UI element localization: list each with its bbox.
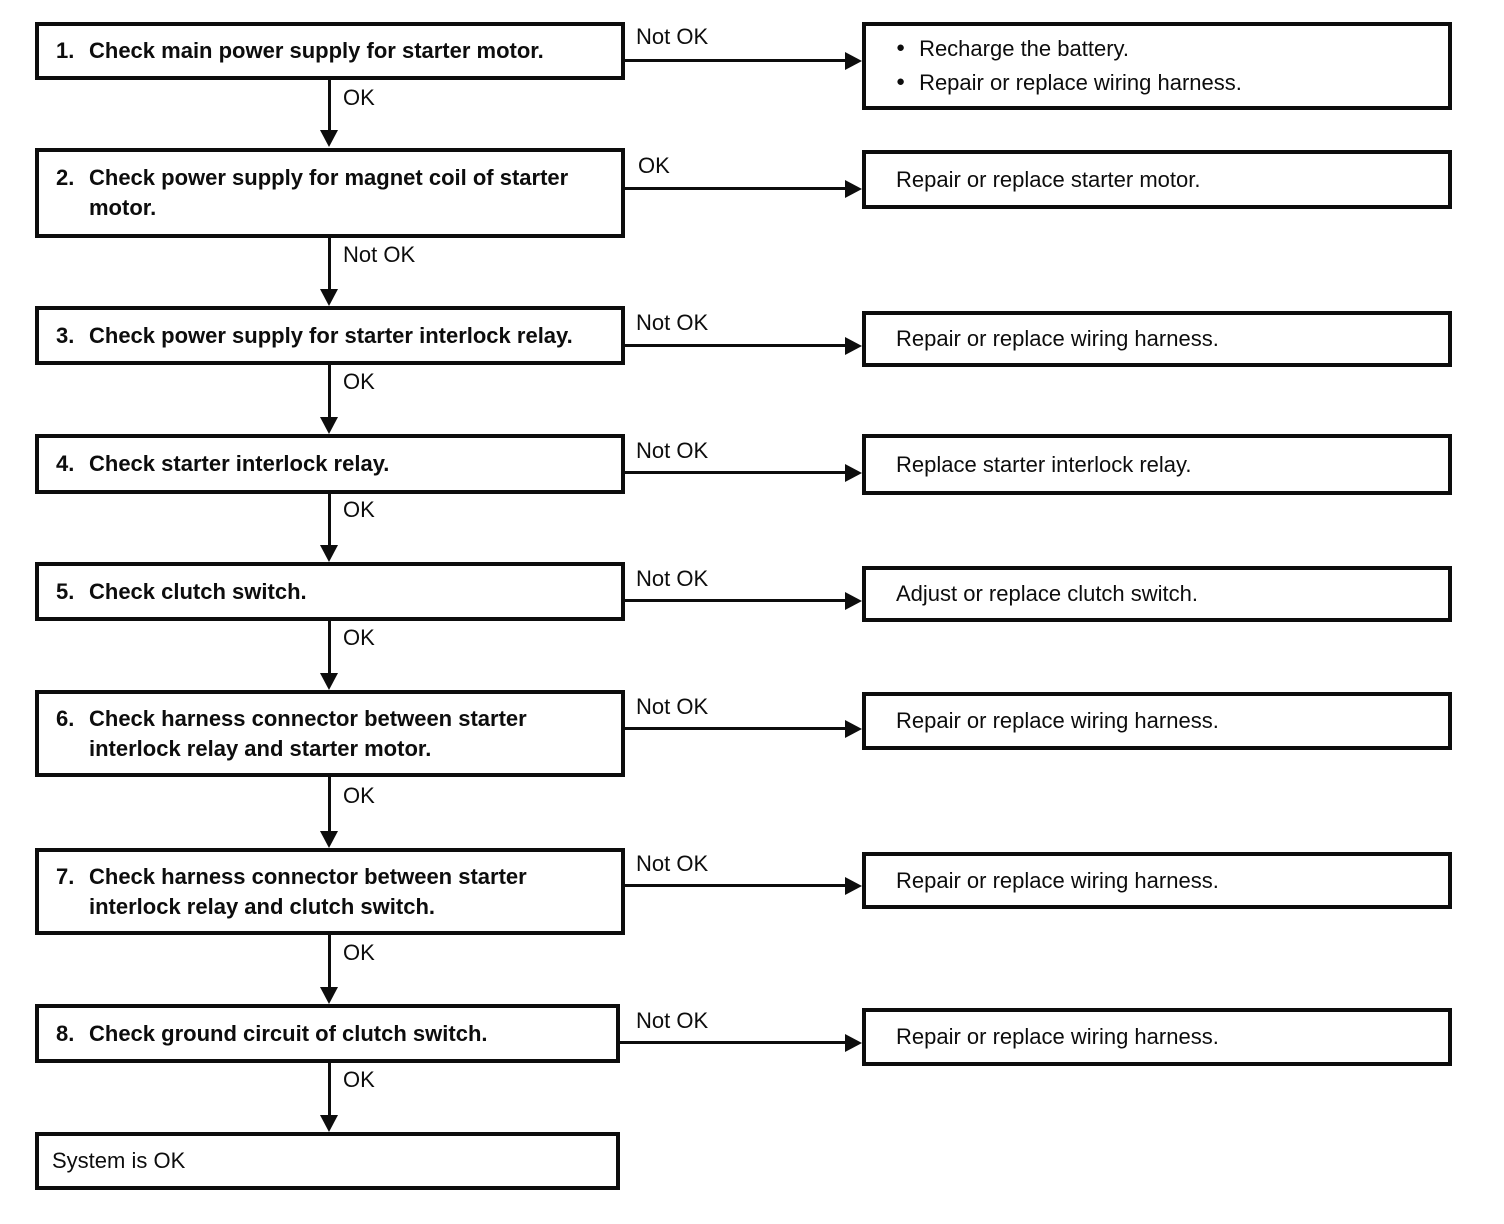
arrow-down-head <box>320 545 338 562</box>
step-text: Check power supply for starter interlock… <box>89 322 573 348</box>
remedy-box-7: Repair or replace wiring harness. <box>862 852 1452 909</box>
step-box-4: 4. Check starter interlock relay. <box>35 434 625 494</box>
step-number: 6. <box>56 705 75 731</box>
branch-label: Not OK <box>636 566 709 591</box>
step-number: 5. <box>56 578 75 604</box>
remedy-text: Repair or replace wiring harness. <box>896 326 1219 351</box>
step-box-6: 6. Check harness connector between start… <box>35 690 625 777</box>
step-text: Check harness connector between starter <box>89 705 527 731</box>
terminal-text: System is OK <box>52 1148 186 1173</box>
branch-label: OK <box>638 153 670 178</box>
arrow-down-head <box>320 130 338 147</box>
arrow-down-head <box>320 417 338 434</box>
arrow-down-line <box>328 365 331 417</box>
arrow-down-line <box>328 777 331 831</box>
branch-label: Not OK <box>636 310 709 335</box>
arrow-down-line <box>328 494 331 545</box>
step-text: Check ground circuit of clutch switch. <box>89 1020 488 1046</box>
remedy-box-6: Repair or replace wiring harness. <box>862 692 1452 750</box>
branch-label: Not OK <box>636 24 709 49</box>
arrow-right-line <box>625 727 847 730</box>
down-label: OK <box>343 940 375 965</box>
down-label: OK <box>343 783 375 808</box>
remedy-text: Adjust or replace clutch switch. <box>896 581 1199 606</box>
step-box-1: 1. Check main power supply for starter m… <box>35 22 625 80</box>
remedy-text: Repair or replace starter motor. <box>896 166 1201 192</box>
remedy-box-3: Repair or replace wiring harness. <box>862 311 1452 367</box>
arrow-down-line <box>328 80 331 132</box>
arrow-down-head <box>320 673 338 690</box>
terminal-box: System is OK <box>35 1132 620 1190</box>
remedy-box-4: Replace starter interlock relay. <box>862 434 1452 495</box>
down-label: OK <box>343 85 375 110</box>
arrow-down-head <box>320 987 338 1004</box>
down-label: OK <box>343 625 375 650</box>
arrow-right-line <box>625 187 847 190</box>
step-text: interlock relay and clutch switch. <box>89 893 435 919</box>
remedy-box-8: Repair or replace wiring harness. <box>862 1008 1452 1066</box>
step-box-7: 7. Check harness connector between start… <box>35 848 625 935</box>
step-box-8: 8. Check ground circuit of clutch switch… <box>35 1004 620 1063</box>
step-number: 7. <box>56 863 75 889</box>
arrow-right-line <box>625 344 847 347</box>
bullet-icon: ● <box>896 73 906 90</box>
remedy-text: Repair or replace wiring harness. <box>896 867 1219 893</box>
step-text: Check main power supply for starter moto… <box>89 38 544 63</box>
arrow-right-line <box>625 471 847 474</box>
remedy-box-1: ● Recharge the battery. ● Repair or repl… <box>862 22 1452 110</box>
arrow-right-head <box>845 720 862 738</box>
arrow-down-line <box>328 238 331 289</box>
arrow-right-line <box>620 1041 847 1044</box>
arrow-right-head <box>845 1034 862 1052</box>
arrow-down-line <box>328 1063 331 1115</box>
arrow-down-head <box>320 289 338 306</box>
arrow-right-head <box>845 337 862 355</box>
step-number: 8. <box>56 1020 75 1046</box>
arrow-down-head <box>320 831 338 848</box>
step-number: 3. <box>56 322 75 348</box>
step-text: Check starter interlock relay. <box>89 451 390 476</box>
arrow-right-line <box>625 884 847 887</box>
arrow-right-line <box>625 599 847 602</box>
arrow-right-line <box>625 59 847 62</box>
down-label: Not OK <box>343 242 416 267</box>
bullet-icon: ● <box>896 39 906 56</box>
arrow-down-line <box>328 935 331 987</box>
step-number: 4. <box>56 451 75 476</box>
branch-label: Not OK <box>636 438 709 463</box>
step-text: Check power supply for magnet coil of st… <box>89 165 569 190</box>
arrow-right-head <box>845 877 862 895</box>
remedy-box-2: Repair or replace starter motor. <box>862 150 1452 209</box>
branch-label: Not OK <box>636 694 709 719</box>
arrow-down-line <box>328 621 331 673</box>
arrow-right-head <box>845 592 862 610</box>
down-label: OK <box>343 497 375 522</box>
remedy-text: Replace starter interlock relay. <box>896 451 1192 477</box>
down-label: OK <box>343 1067 375 1092</box>
arrow-right-head <box>845 52 862 70</box>
arrow-right-head <box>845 464 862 482</box>
step-number: 1. <box>56 38 75 63</box>
step-box-3: 3. Check power supply for starter interl… <box>35 306 625 365</box>
step-number: 2. <box>56 165 75 190</box>
step-box-2: 2. Check power supply for magnet coil of… <box>35 148 625 238</box>
down-label: OK <box>343 369 375 394</box>
arrow-right-head <box>845 180 862 198</box>
remedy-text: Repair or replace wiring harness. <box>896 708 1219 733</box>
step-box-5: 5. Check clutch switch. <box>35 562 625 621</box>
remedy-text: Recharge the battery. <box>919 36 1129 61</box>
remedy-text: Repair or replace wiring harness. <box>896 1024 1219 1049</box>
step-text: Check clutch switch. <box>89 578 307 604</box>
remedy-box-5: Adjust or replace clutch switch. <box>862 566 1452 622</box>
arrow-down-head <box>320 1115 338 1132</box>
step-text: motor. <box>89 195 157 220</box>
step-text: interlock relay and starter motor. <box>89 735 432 761</box>
step-text: Check harness connector between starter <box>89 863 527 889</box>
remedy-text: Repair or replace wiring harness. <box>919 70 1242 95</box>
branch-label: Not OK <box>636 1008 709 1033</box>
branch-label: Not OK <box>636 851 709 876</box>
